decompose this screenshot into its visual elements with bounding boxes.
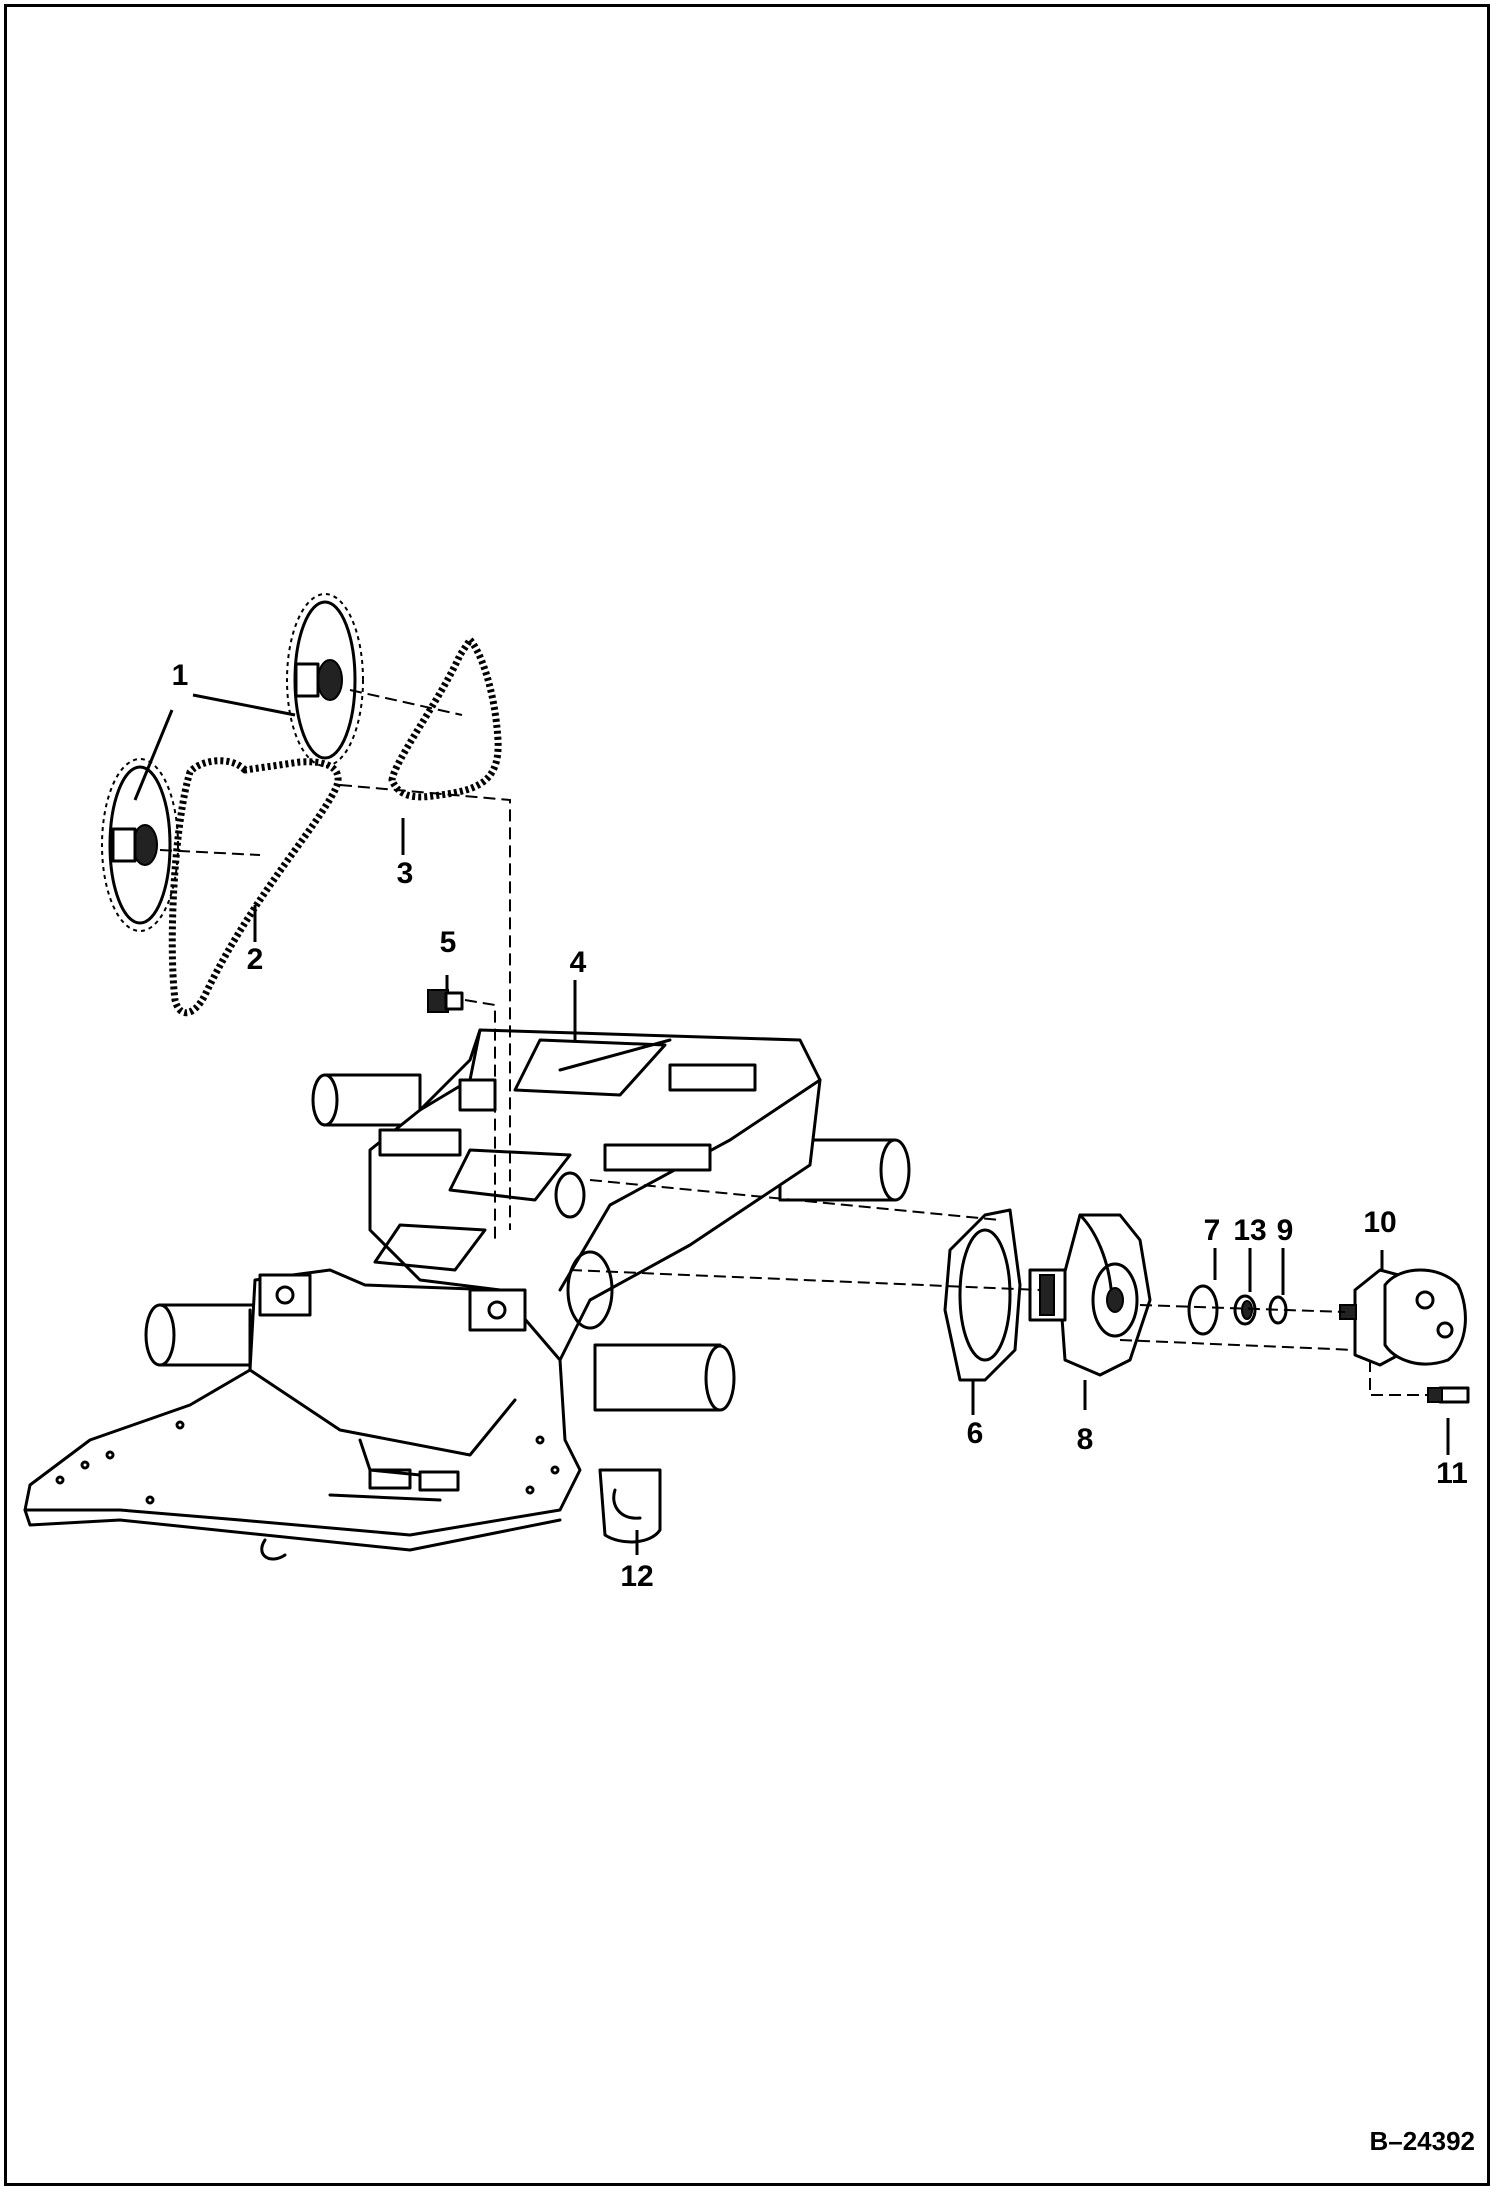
sprocket-lower bbox=[101, 758, 179, 932]
gasket-item-12 bbox=[598, 1468, 662, 1544]
gasket-item-6 bbox=[943, 1208, 1022, 1382]
callout-1: 1 bbox=[172, 659, 189, 692]
leader-lines bbox=[133, 693, 1450, 1555]
callout-5: 5 bbox=[440, 926, 457, 959]
callout-3: 3 bbox=[397, 857, 414, 890]
callout-11: 11 bbox=[1436, 1457, 1468, 1490]
callout-12: 12 bbox=[620, 1560, 653, 1593]
callout-8: 8 bbox=[1077, 1423, 1094, 1456]
seal-item-13 bbox=[1233, 1294, 1257, 1326]
callout-13: 13 bbox=[1233, 1214, 1266, 1247]
figure-number: B–24392 bbox=[1369, 2126, 1475, 2156]
chain-item-2 bbox=[168, 757, 342, 1016]
callout-6: 6 bbox=[967, 1417, 984, 1450]
callout-4: 4 bbox=[570, 946, 587, 979]
callout-2: 2 bbox=[247, 943, 264, 976]
o-ring-item-7 bbox=[1187, 1284, 1219, 1336]
sprocket-upper bbox=[286, 593, 364, 767]
bolt-item-11 bbox=[1427, 1386, 1470, 1404]
callout-9: 9 bbox=[1277, 1214, 1294, 1247]
motor-item-10 bbox=[1339, 1268, 1467, 1367]
bolt-item-5 bbox=[427, 989, 464, 1013]
chain-item-3 bbox=[388, 636, 502, 801]
callout-10: 10 bbox=[1363, 1206, 1396, 1239]
callout-7: 7 bbox=[1204, 1214, 1221, 1247]
assembly-lines bbox=[159, 689, 1428, 1396]
drive-housing-item-8 bbox=[1028, 1213, 1152, 1377]
main-frame bbox=[23, 1028, 911, 1561]
diagram-border bbox=[4, 4, 1490, 2186]
